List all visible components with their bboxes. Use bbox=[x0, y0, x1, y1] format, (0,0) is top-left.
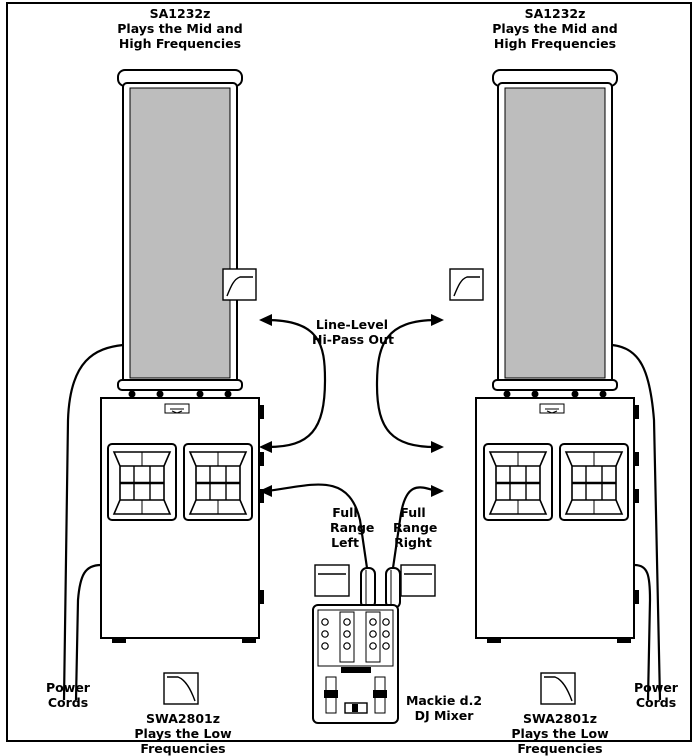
mixer-1: Mackie d.2 bbox=[405, 693, 483, 708]
left-tower-label: SA1232z Plays the Mid and High Frequenci… bbox=[115, 6, 245, 51]
right-tower-label: SA1232z Plays the Mid and High Frequenci… bbox=[490, 6, 620, 51]
right-power-cords-label: Power Cords bbox=[624, 680, 688, 710]
left-sub-desc-2: Frequencies bbox=[140, 741, 226, 756]
flat-response-icon bbox=[314, 564, 350, 597]
right-power-1: Power bbox=[634, 680, 678, 695]
flat-response-icon bbox=[400, 564, 436, 597]
right-power-2: Cords bbox=[635, 695, 677, 710]
left-subwoofer bbox=[100, 397, 264, 643]
left-power-1: Power bbox=[46, 680, 90, 695]
line-level-label: Line-Level Hi-Pass Out bbox=[312, 317, 394, 347]
mixer-2: DJ Mixer bbox=[414, 708, 474, 723]
left-sub-label: SWA2801z Plays the Low Frequencies bbox=[128, 711, 238, 756]
full-left-2: Range bbox=[330, 520, 375, 535]
right-sub-model: SWA2801z bbox=[523, 711, 597, 726]
mixer-label: Mackie d.2 DJ Mixer bbox=[404, 693, 484, 723]
left-sub-model: SWA2801z bbox=[146, 711, 220, 726]
left-tower-model: SA1232z bbox=[149, 6, 211, 21]
dj-mixer bbox=[312, 567, 401, 724]
left-power-cords-label: Power Cords bbox=[36, 680, 100, 710]
right-sub-desc-1: Plays the Low bbox=[511, 726, 609, 741]
line-level-2: Hi-Pass Out bbox=[312, 332, 394, 347]
line-level-1: Line-Level bbox=[315, 317, 389, 332]
high-pass-filter-icon bbox=[222, 268, 257, 301]
full-right-1: Full bbox=[400, 505, 426, 520]
left-tower-desc-1: Plays the Mid and bbox=[117, 21, 243, 36]
full-left-1: Full bbox=[332, 505, 358, 520]
left-tower-speaker bbox=[117, 69, 243, 398]
low-pass-filter-icon bbox=[540, 672, 576, 705]
left-tower-desc-2: High Frequencies bbox=[118, 36, 242, 51]
right-tower-desc-1: Plays the Mid and bbox=[492, 21, 618, 36]
full-left-3: Left bbox=[331, 535, 359, 550]
right-sub-desc-2: Frequencies bbox=[517, 741, 603, 756]
full-right-2: Range bbox=[393, 520, 438, 535]
cables bbox=[62, 318, 662, 701]
left-power-2: Cords bbox=[47, 695, 89, 710]
full-right-3: Right bbox=[394, 535, 432, 550]
left-sub-desc-1: Plays the Low bbox=[134, 726, 232, 741]
full-range-left-label: Full Range Left bbox=[330, 505, 375, 550]
full-range-right-label: Full Range Right bbox=[393, 505, 438, 550]
right-tower-desc-2: High Frequencies bbox=[493, 36, 617, 51]
right-subwoofer bbox=[475, 397, 639, 643]
arrowheads bbox=[259, 314, 444, 497]
right-sub-label: SWA2801z Plays the Low Frequencies bbox=[500, 711, 620, 756]
diagram-frame bbox=[6, 2, 692, 742]
low-pass-filter-icon bbox=[163, 672, 199, 705]
right-tower-speaker bbox=[492, 69, 618, 398]
high-pass-filter-icon bbox=[449, 268, 484, 301]
right-tower-model: SA1232z bbox=[524, 6, 586, 21]
